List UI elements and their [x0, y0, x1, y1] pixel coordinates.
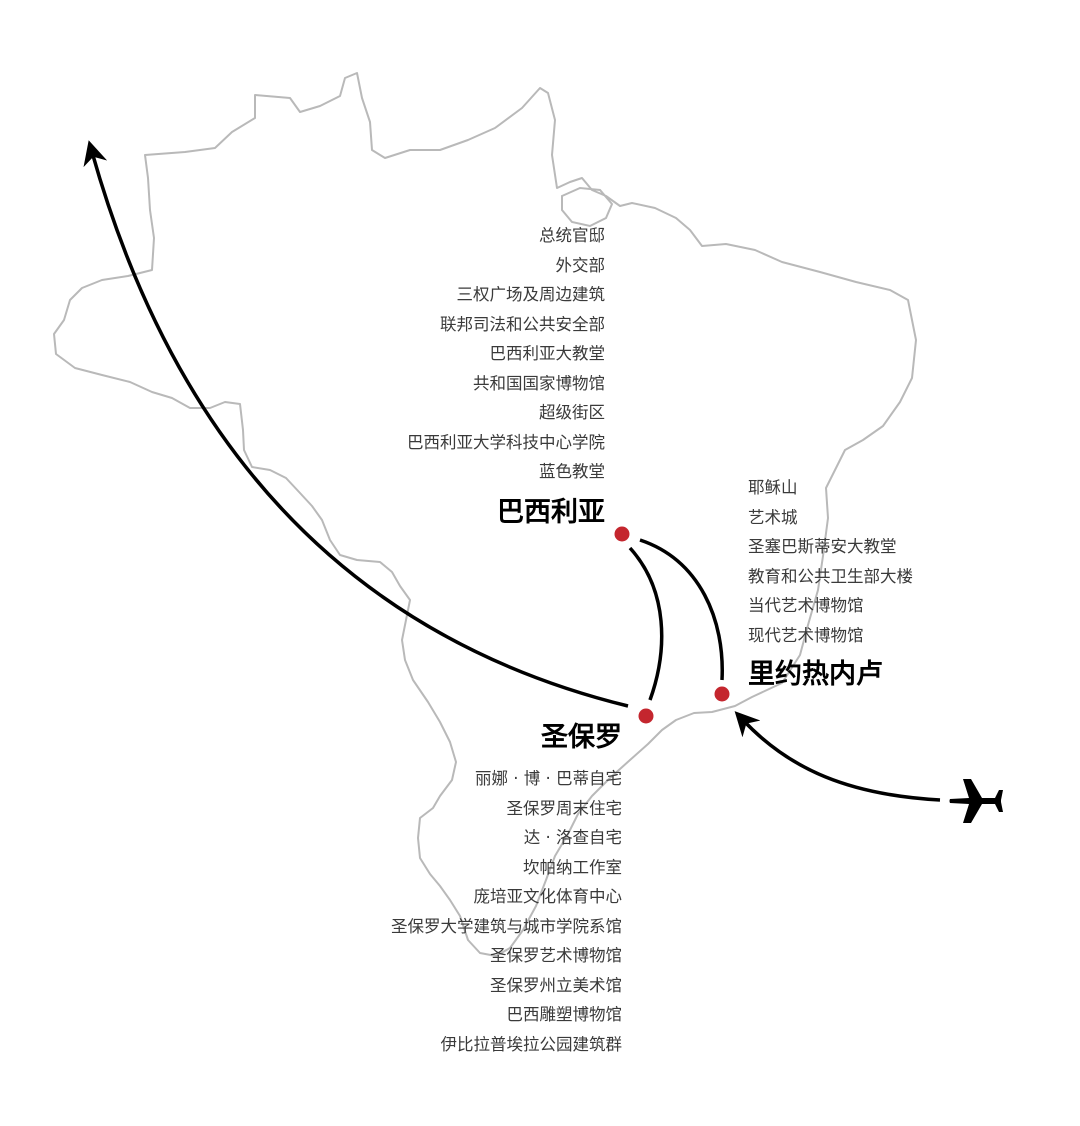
route-brasilia-saopaulo — [628, 546, 664, 701]
list-item: 超级街区 — [539, 403, 605, 422]
rio-place-list: 耶稣山 艺术城 圣塞巴斯蒂安大教堂 教育和公共卫生部大楼 当代艺术博物馆 现代艺… — [748, 473, 913, 650]
list-item: 艺术城 — [748, 507, 798, 527]
list-item: 圣保罗周末住宅 — [506, 798, 623, 818]
list-item: 圣保罗州立美术馆 — [490, 975, 622, 995]
city-label-saopaulo: 圣保罗 — [541, 722, 622, 753]
list-item: 总统官邸 — [539, 226, 605, 245]
list-item: 联邦司法和公共安全部 — [440, 314, 605, 334]
route-arrow-outbound — [83, 140, 629, 708]
saopaulo-place-list: 丽娜 · 博 · 巴蒂自宅 圣保罗周末住宅 达 · 洛查自宅 坎帕纳工作室 庞培… — [391, 764, 622, 1059]
brazil-outline — [53, 72, 917, 957]
list-item: 教育和公共卫生部大楼 — [748, 566, 913, 586]
list-item: 庞培亚文化体育中心 — [473, 887, 623, 906]
list-item: 圣保罗大学建筑与城市学院系馆 — [391, 916, 622, 936]
list-item: 巴西利亚大教堂 — [489, 344, 606, 363]
list-item: 外交部 — [555, 255, 606, 275]
city-dot-brasilia — [614, 526, 630, 542]
city-dot-rio — [714, 686, 730, 702]
list-item: 巴西雕塑博物馆 — [506, 1005, 623, 1024]
list-item: 当代艺术博物馆 — [748, 596, 864, 615]
list-item: 耶稣山 — [748, 478, 798, 497]
brasilia-place-list: 总统官邸 外交部 三权广场及周边建筑 联邦司法和公共安全部 巴西利亚大教堂 共和… — [407, 221, 605, 487]
list-item: 共和国国家博物馆 — [473, 373, 605, 393]
list-item: 达 · 洛查自宅 — [523, 828, 622, 847]
list-item: 坎帕纳工作室 — [523, 857, 622, 877]
city-dot-saopaulo — [638, 708, 654, 724]
list-item: 丽娜 · 博 · 巴蒂自宅 — [475, 769, 622, 788]
list-item: 圣保罗艺术博物馆 — [490, 946, 622, 965]
route-arrow-inbound — [734, 711, 941, 802]
city-label-brasilia: 巴西利亚 — [497, 497, 605, 528]
list-item: 现代艺术博物馆 — [748, 625, 864, 645]
marajo-island-outline — [561, 186, 614, 228]
list-item: 蓝色教堂 — [539, 462, 605, 481]
city-label-rio: 里约热内卢 — [748, 659, 883, 690]
list-item: 三权广场及周边建筑 — [456, 285, 606, 304]
route-brasilia-rio — [639, 538, 724, 681]
list-item: 伊比拉普埃拉公园建筑群 — [440, 1034, 623, 1054]
airplane-icon — [949, 779, 1003, 823]
list-item: 圣塞巴斯蒂安大教堂 — [748, 537, 897, 556]
list-item: 巴西利亚大学科技中心学院 — [407, 432, 605, 452]
